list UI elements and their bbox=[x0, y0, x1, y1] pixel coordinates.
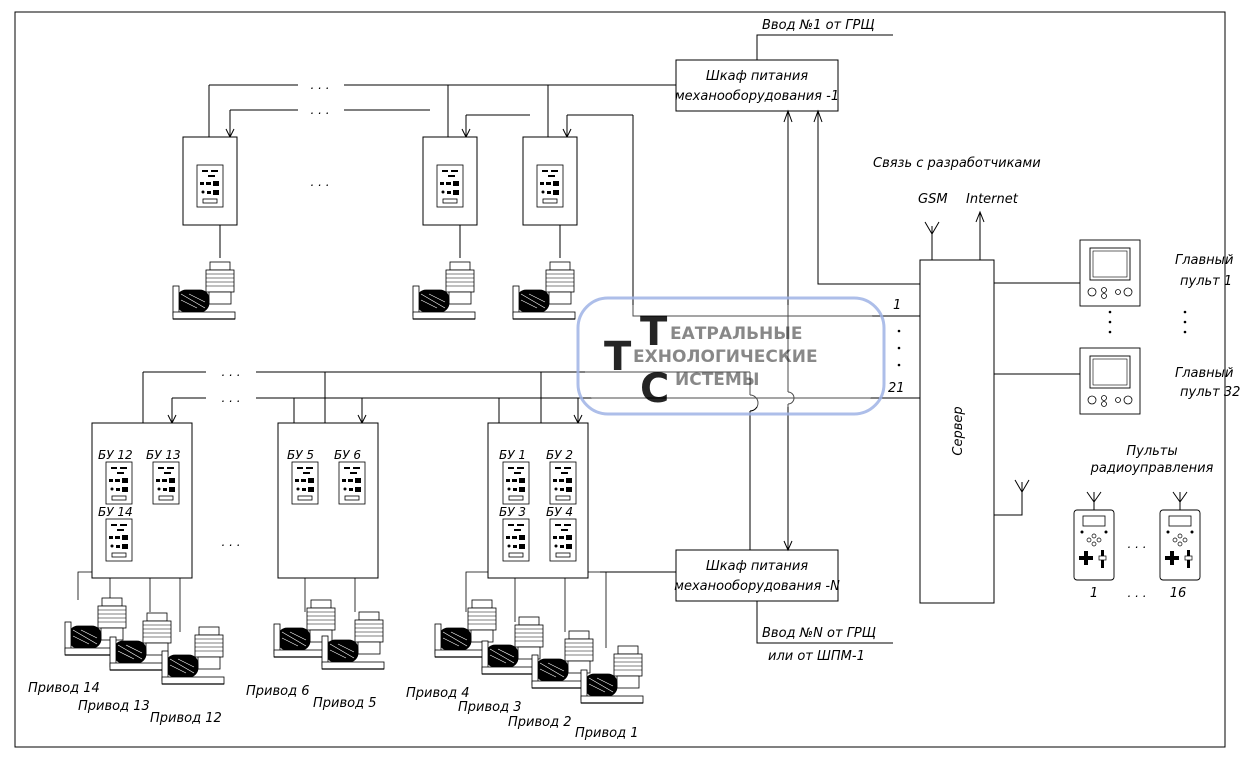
lower-cabinet-b: БУ 5 БУ 6 bbox=[277, 422, 379, 579]
company-logo: Т ЕАТРАЛЬНЫЕ Т ЕХНОЛОГИЧЕСКИЕ С ИСТЕМЫ bbox=[576, 296, 886, 416]
upper-cabinet-3 bbox=[522, 136, 578, 226]
radio-consoles-title-line1: Пульты bbox=[1126, 444, 1177, 459]
server-line-1-label: 1 bbox=[893, 298, 901, 313]
upper-drive-2 bbox=[412, 261, 476, 320]
gsm-label: GSM bbox=[918, 192, 948, 207]
power-cabinet-n-line2: механооборудования -N bbox=[674, 579, 840, 594]
lower-cabinet-a: БУ 12 БУ 13 БУ 14 bbox=[91, 422, 193, 579]
radio-antenna-16-icon bbox=[1172, 491, 1188, 511]
drive-1-label: Привод 1 bbox=[575, 726, 638, 741]
ellipsis-lower-1: . . . bbox=[221, 365, 240, 379]
radio-antenna-1-icon bbox=[1086, 491, 1102, 511]
radio-remote-ellipsis: . . . bbox=[1127, 537, 1146, 551]
bu14-label: БУ 14 bbox=[98, 505, 133, 519]
bu1-label: БУ 1 bbox=[499, 448, 526, 462]
server-line-dots bbox=[897, 329, 901, 367]
drive-2-label: Привод 2 bbox=[508, 715, 571, 730]
drawing-frame bbox=[14, 11, 1226, 748]
radio-remote-range-ellipsis: . . . bbox=[1127, 586, 1146, 600]
dev-link-title: Связь с разработчиками bbox=[873, 156, 1041, 171]
ellipsis-lower-2: . . . bbox=[221, 391, 240, 405]
radio-consoles-title-line2: радиоуправления bbox=[1090, 461, 1214, 476]
drive-5-label: Привод 5 bbox=[313, 696, 376, 711]
power-cabinet-1: Шкаф питания механооборудования -1 bbox=[675, 59, 839, 112]
bu5-label: БУ 5 bbox=[287, 448, 314, 462]
upper-power-wiring bbox=[208, 84, 920, 317]
radio-remote-1 bbox=[1073, 509, 1115, 581]
lower-cabinet-c: БУ 1 БУ 2 БУ 3 БУ 4 bbox=[487, 422, 589, 579]
drive-12-label: Привод 12 bbox=[150, 711, 222, 726]
radio-remote-last-label: 16 bbox=[1170, 586, 1187, 601]
drive-4-label: Привод 4 bbox=[406, 686, 469, 701]
logo-letter-2: Т bbox=[604, 334, 632, 380]
main-console-32-line2: пульт 32 bbox=[1180, 385, 1240, 400]
gsm-antenna-icon bbox=[924, 221, 940, 260]
input-n-label-line2: или от ШПМ-1 bbox=[768, 649, 865, 664]
radio-remote-first-label: 1 bbox=[1090, 586, 1098, 601]
console-dots bbox=[1108, 310, 1187, 334]
input-n-label-line1: Ввод №N от ГРЩ bbox=[762, 626, 876, 641]
internet-label: Internet bbox=[966, 192, 1019, 207]
ellipsis-lower-cabinets: . . . bbox=[221, 535, 240, 549]
power-cabinet-n-line1: Шкаф питания bbox=[706, 559, 808, 574]
ellipsis-upper-cabinets: . . . bbox=[310, 175, 329, 189]
main-console-1 bbox=[1079, 239, 1141, 307]
lower-drive-wiring bbox=[77, 571, 607, 648]
input-1-feed: Ввод №1 от ГРЩ bbox=[756, 18, 893, 60]
main-console-32-line1: Главный bbox=[1175, 366, 1233, 381]
main-console-1-line2: пульт 1 bbox=[1180, 274, 1232, 289]
main-console-1-line1: Главный bbox=[1175, 253, 1233, 268]
radio-antenna-server bbox=[994, 479, 1030, 516]
bu3-label: БУ 3 bbox=[499, 505, 526, 519]
drive-13-label: Привод 13 bbox=[78, 699, 150, 714]
drive-14-label: Привод 14 bbox=[28, 681, 100, 696]
bu4-label: БУ 4 bbox=[546, 505, 573, 519]
upper-cabinet-1 bbox=[182, 136, 238, 226]
drive-3-label: Привод 3 bbox=[458, 700, 521, 715]
server: Сервер bbox=[919, 259, 995, 604]
upper-drive-3 bbox=[512, 261, 576, 320]
bu2-label: БУ 2 bbox=[546, 448, 573, 462]
bu13-label: БУ 13 bbox=[146, 448, 181, 462]
drive-6-label: Привод 6 bbox=[246, 684, 309, 699]
logo-word-2: ЕХНОЛОГИЧЕСКИЕ bbox=[633, 347, 818, 367]
ellipsis-upper-2: . . . bbox=[310, 103, 329, 117]
radio-remote-16 bbox=[1159, 509, 1201, 581]
bu6-label: БУ 6 bbox=[334, 448, 361, 462]
bu12-label: БУ 12 bbox=[98, 448, 133, 462]
upper-drive-1 bbox=[172, 261, 236, 320]
server-label: Сервер bbox=[951, 406, 966, 455]
logo-letter-1: Т bbox=[640, 309, 668, 355]
power-cabinet-1-line1: Шкаф питания bbox=[706, 69, 808, 84]
logo-word-1: ЕАТРАЛЬНЫЕ bbox=[670, 324, 803, 344]
logo-letter-3: С bbox=[640, 366, 669, 412]
main-console-32 bbox=[1079, 347, 1141, 415]
internet-arrow-icon bbox=[975, 210, 985, 260]
upper-cabinet-2 bbox=[422, 136, 478, 226]
input-1-label: Ввод №1 от ГРЩ bbox=[762, 18, 875, 33]
input-n-feed: Ввод №N от ГРЩ или от ШПМ-1 bbox=[756, 601, 893, 664]
power-cabinet-1-line2: механооборудования -1 bbox=[675, 89, 839, 104]
logo-word-3: ИСТЕМЫ bbox=[675, 370, 759, 390]
server-line-21-label: 21 bbox=[888, 381, 905, 396]
ellipsis-upper-1: . . . bbox=[310, 78, 329, 92]
power-cabinet-n: Шкаф питания механооборудования -N bbox=[674, 549, 840, 602]
